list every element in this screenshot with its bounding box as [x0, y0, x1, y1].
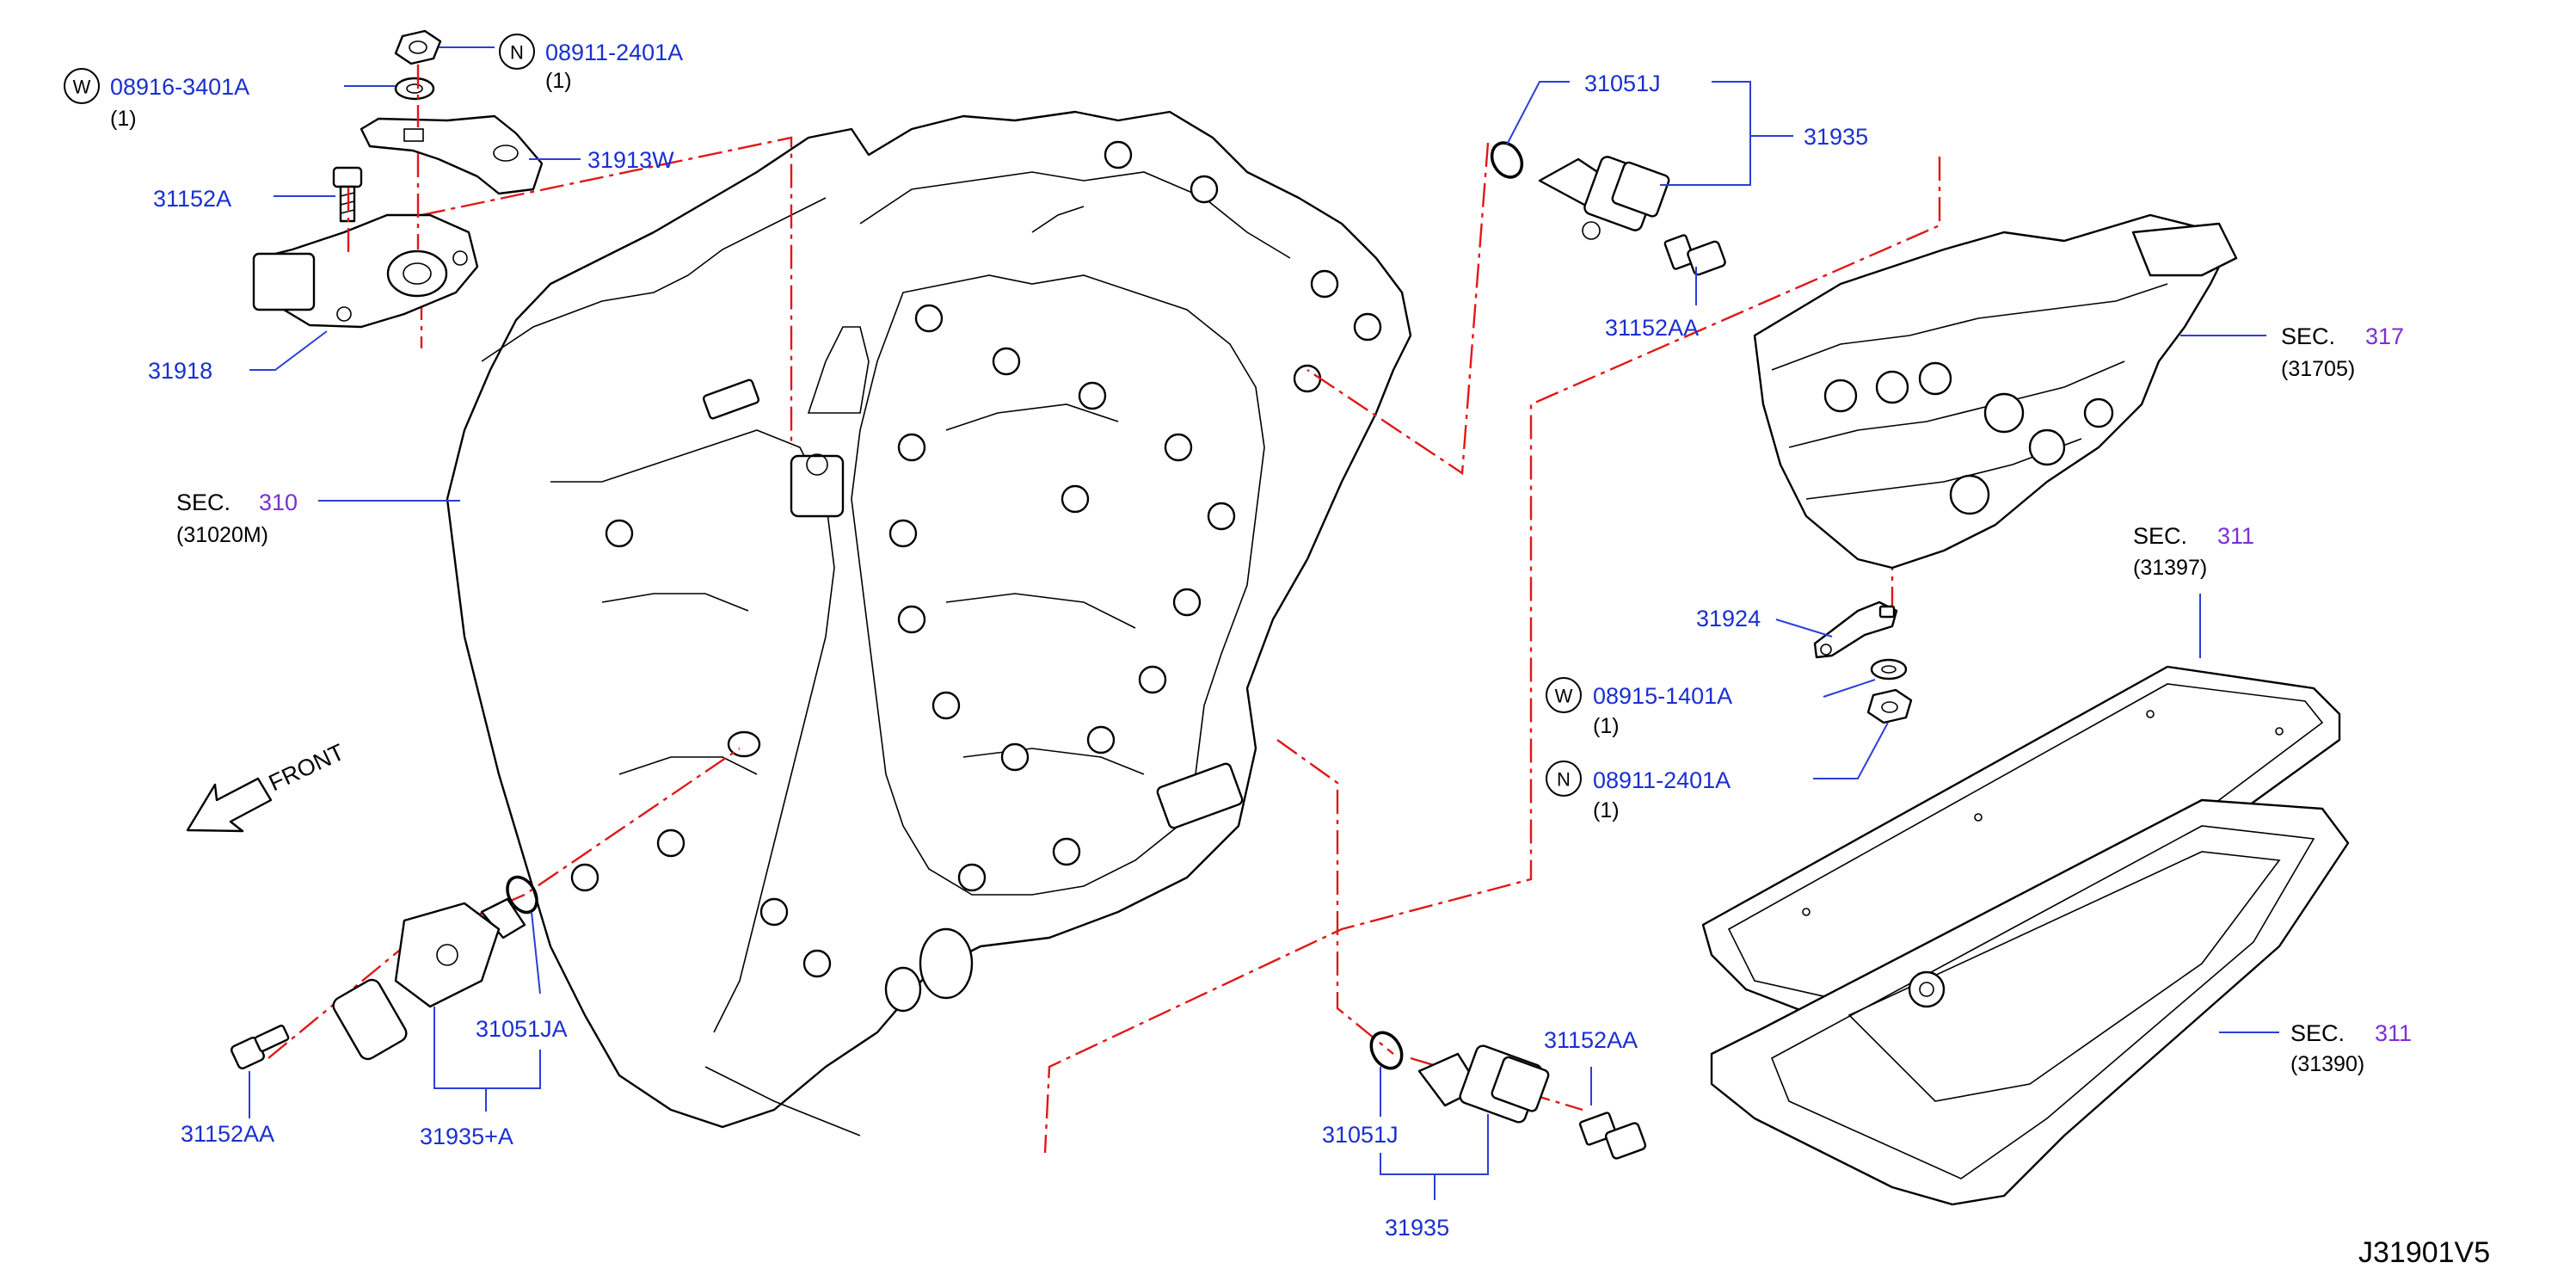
part-number-31152aa-left: 31152AA: [181, 1121, 274, 1147]
sensor-31935-bot: [1417, 1044, 1550, 1124]
part-number-31935-plus-a: 31935+A: [420, 1124, 513, 1149]
sensor-31918: [252, 213, 479, 329]
diagram-code: J31901V5: [2358, 1236, 2490, 1269]
bolt-31152aa-left: [231, 1025, 290, 1070]
part-number-31924: 31924: [1696, 606, 1761, 631]
qty-08911-mid: (1): [1593, 798, 1620, 822]
sensor-31935a: [332, 897, 526, 1061]
part-number-31152a: 31152A: [153, 186, 231, 212]
valve-body-31705: [1753, 213, 2238, 570]
lever-31913w: [360, 114, 544, 195]
part-number-31152aa-top: 31152AA: [1605, 315, 1699, 341]
part-number-31935-top: 31935: [1804, 124, 1868, 150]
nut-symbol-08911-top: N: [499, 34, 535, 70]
part-number-31152aa-bot: 31152AA: [1544, 1027, 1638, 1053]
sec-label-311-b: SEC.: [2290, 1020, 2345, 1046]
qty-08915: (1): [1593, 714, 1620, 738]
sec-number-310: 310: [259, 490, 298, 515]
sec-sub-31705: (31705): [2281, 357, 2355, 381]
nut-symbol-letter: N: [510, 42, 524, 64]
washer-symbol-08916: W: [64, 68, 100, 104]
washer-08915: [1870, 658, 1908, 681]
sec-sub-31397: (31397): [2133, 556, 2207, 580]
bolt-31152aa-bot: [1578, 1112, 1647, 1160]
part-number-31918: 31918: [148, 358, 212, 384]
oring-31051j-top: [1490, 141, 1524, 179]
nut-08911-mid: [1866, 688, 1913, 724]
oring-31051j-bot: [1369, 1031, 1404, 1070]
part-number-08915-1401a: 08915-1401A: [1593, 683, 1732, 709]
oil-pan-31390: [1710, 798, 2350, 1206]
sec-label-317: SEC.: [2281, 323, 2335, 349]
part-number-08911-2401a-mid: 08911-2401A: [1593, 767, 1731, 793]
sec-number-311-a: 311: [2217, 523, 2254, 549]
sec-number-311-b: 311: [2375, 1020, 2412, 1046]
sec-label-311-a: SEC.: [2133, 523, 2187, 549]
sec-number-317: 317: [2365, 323, 2404, 349]
sensor-31935-top: [1538, 156, 1670, 240]
front-label: FRONT: [265, 739, 348, 796]
nut-08911-top: [394, 29, 442, 65]
bolt-31152aa-top: [1663, 234, 1726, 276]
sec-sub-31390: (31390): [2290, 1052, 2364, 1076]
sec-sub-31020m: (31020M): [176, 523, 268, 547]
part-number-08911-2401a-top: 08911-2401A: [545, 40, 683, 65]
top-left-dashes: [347, 65, 420, 258]
nut-symbol-letter: N: [1557, 769, 1571, 791]
leader-lines: [249, 46, 2279, 1200]
part-number-31913w: 31913W: [587, 147, 674, 173]
part-number-31051ja: 31051JA: [476, 1016, 568, 1042]
sec-label-310: SEC.: [176, 490, 231, 515]
part-number-31935-bot: 31935: [1385, 1215, 1449, 1241]
detent-spring-31924: [1813, 600, 1898, 659]
transmission-case: [446, 110, 1412, 1136]
washer-symbol-letter: W: [1555, 686, 1573, 707]
case-bolt-heads: [570, 140, 1382, 978]
washer-symbol-letter: W: [73, 77, 91, 98]
washer-symbol-08915: W: [1546, 677, 1582, 713]
qty-08916: (1): [110, 107, 137, 131]
part-number-08916-3401a: 08916-3401A: [110, 74, 249, 100]
washer-08916: [394, 77, 435, 101]
nut-symbol-08911-mid: N: [1546, 761, 1582, 797]
part-number-31051j-top: 31051J: [1584, 71, 1661, 96]
part-number-31051j-bot: 31051J: [1322, 1122, 1399, 1148]
front-arrow-icon: [186, 777, 273, 833]
qty-08911-top: (1): [545, 69, 572, 93]
oring-31051ja: [506, 875, 538, 915]
